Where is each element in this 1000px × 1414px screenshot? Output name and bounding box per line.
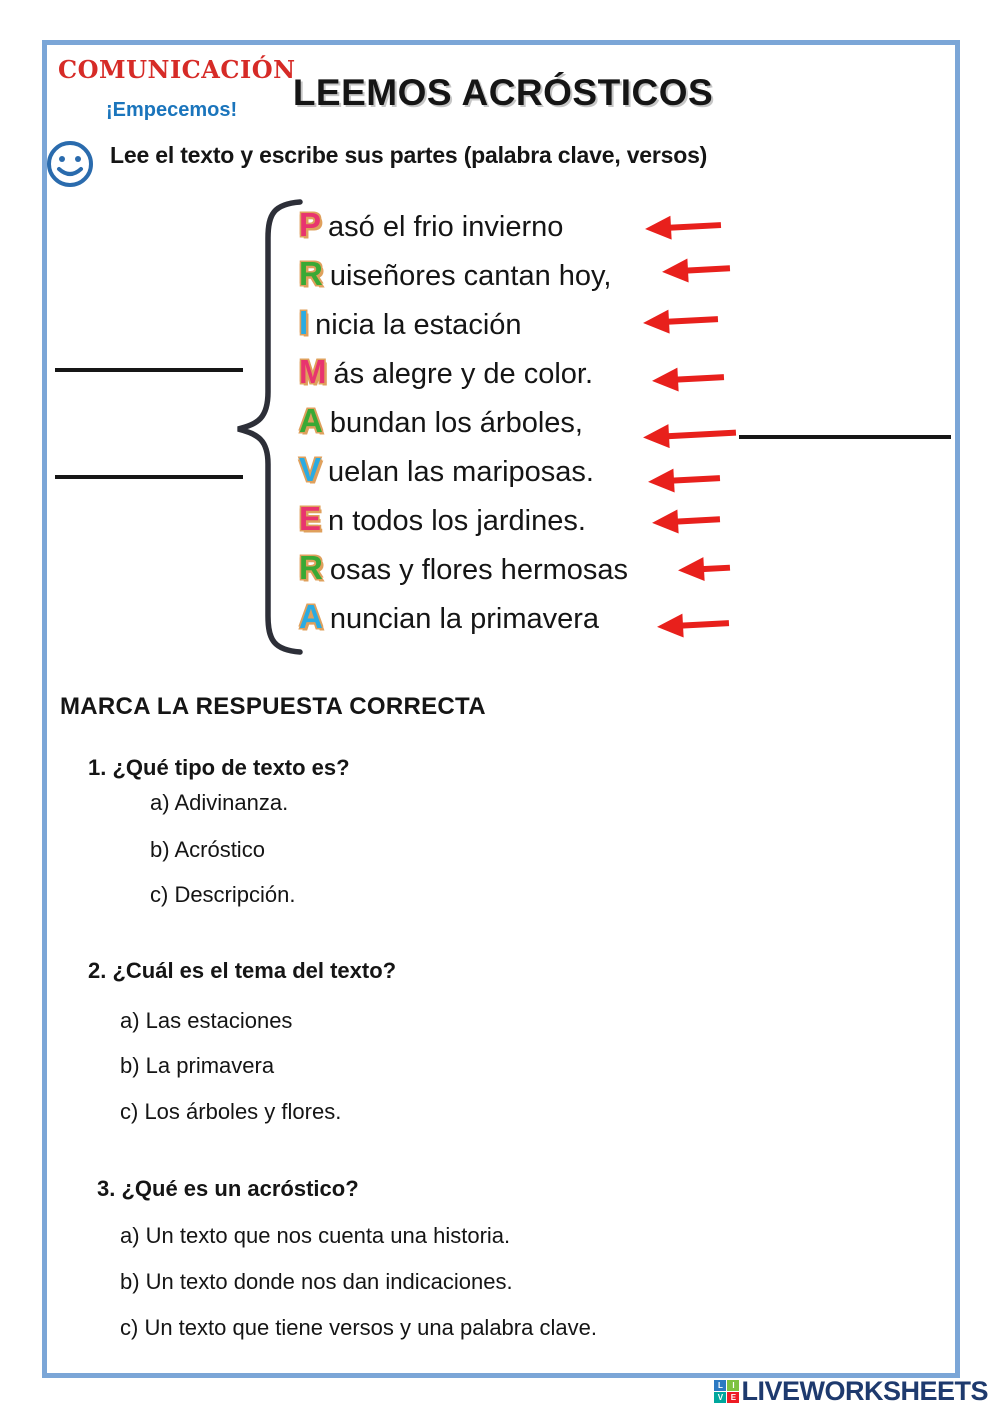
red-arrow-icon [661, 256, 732, 284]
page-title: LEEMOS ACRÓSTICOS [292, 72, 714, 113]
acrostic-letter: R [299, 255, 323, 292]
red-arrow-icon [677, 556, 732, 583]
verse-text: nicia la estación [315, 309, 522, 341]
acrostic-letter: A [299, 598, 323, 635]
acrostic-letter: E [299, 500, 322, 537]
page-border [42, 40, 960, 1378]
question-1-option-c[interactable]: c) Descripción. [150, 882, 296, 907]
curly-brace-icon [228, 196, 306, 663]
red-arrow-icon [651, 365, 726, 393]
red-arrow-icon [656, 611, 731, 639]
question-2-option-b[interactable]: b) La primavera [120, 1053, 275, 1078]
question-1-title: 1. ¿Qué tipo de texto es? [88, 755, 350, 780]
logo-square: I [727, 1380, 740, 1391]
question-3-option-b[interactable]: b) Un texto donde nos dan indicaciones. [120, 1269, 513, 1294]
keyword-blank-1[interactable] [55, 368, 243, 372]
acrostic-letter: A [299, 402, 323, 439]
question-3-option-c[interactable]: c) Un texto que tiene versos y una palab… [120, 1315, 597, 1340]
logo-square: V [714, 1392, 727, 1403]
instruction-text: Lee el texto y escribe sus partes (palab… [110, 142, 708, 168]
red-arrow-icon [642, 421, 738, 450]
question-2-option-c[interactable]: c) Los árboles y flores. [120, 1099, 342, 1124]
question-2-title: 2. ¿Cuál es el tema del texto? [88, 958, 397, 983]
verse-text: bundan los árboles, [329, 407, 583, 439]
brand-text: LIVEWORKSHEETS [741, 1376, 988, 1406]
red-arrow-icon [644, 213, 723, 242]
liveworksheets-logo: L I V E LIVEWORKSHEETS [714, 1376, 988, 1407]
acrostic-letter: M [299, 353, 327, 390]
verse-text: asó el frio invierno [328, 211, 564, 243]
subject-label: COMUNICACIÓN [58, 55, 296, 84]
verse-text: osas y flores hermosas [329, 554, 629, 586]
acrostic-letter: V [299, 451, 322, 488]
logo-square: E [727, 1392, 740, 1403]
question-1-option-a[interactable]: a) Adivinanza. [150, 790, 289, 815]
smiley-face-icon [44, 138, 96, 190]
keyword-blank-2[interactable] [55, 475, 243, 479]
question-2-option-a[interactable]: a) Las estaciones [120, 1008, 293, 1033]
verse-text: n todos los jardines. [328, 505, 586, 537]
verse-text: uelan las mariposas. [328, 456, 594, 488]
red-arrow-icon [651, 507, 722, 535]
acrostic-letter: R [299, 549, 323, 586]
start-label: ¡Empecemos! [106, 99, 238, 121]
question-3-option-a[interactable]: a) Un texto que nos cuenta una historia. [120, 1223, 511, 1248]
liveworksheets-grid-icon: L I V E [714, 1380, 740, 1403]
verse-text: uiseñores cantan hoy, [329, 260, 612, 292]
acrostic-letter: P [299, 206, 322, 243]
red-arrow-icon [647, 466, 722, 494]
verse-text: nuncian la primavera [329, 603, 600, 635]
logo-square: L [714, 1380, 727, 1391]
question-3-title: 3. ¿Qué es un acróstico? [97, 1176, 359, 1201]
quiz-heading: MARCA LA RESPUESTA CORRECTA [60, 693, 486, 720]
red-arrow-icon [642, 307, 720, 335]
acrostic-letter: I [299, 304, 309, 341]
question-1-option-b[interactable]: b) Acróstico [150, 837, 265, 862]
verse-text: ás alegre y de color. [333, 358, 594, 390]
verse-blank[interactable] [739, 435, 951, 439]
